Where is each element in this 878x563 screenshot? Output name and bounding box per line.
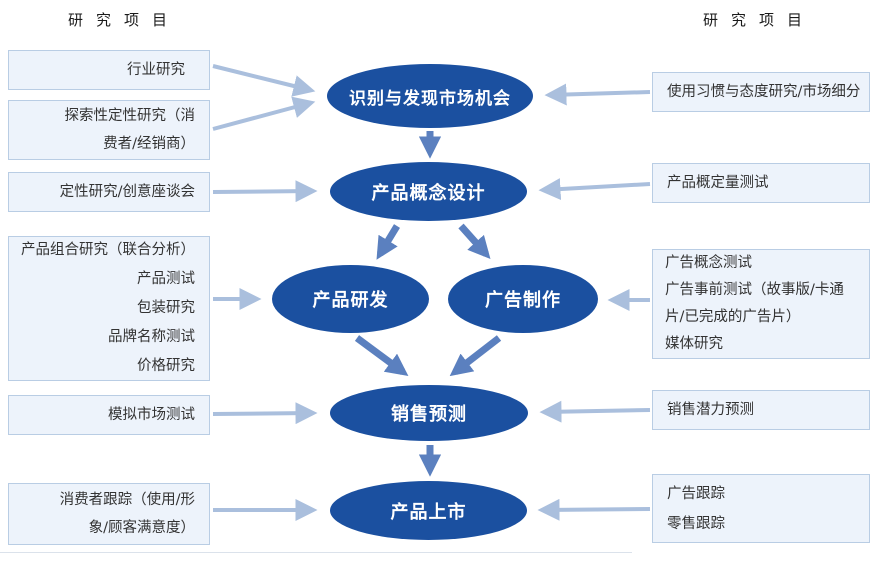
box-line: 销售潜力预测 — [667, 401, 754, 418]
arrow-concept-to-adproduction — [458, 223, 491, 260]
box-line: 行业研究 — [127, 62, 185, 78]
box-qual-research-focus-group: 定性研究/创意座谈会 — [8, 172, 210, 212]
box-line: 模拟市场测试 — [108, 407, 195, 423]
stage-product-rnd: 产品研发 — [272, 265, 429, 333]
box-advertising-research: 广告概念测试 广告事前测试（故事版/卡通 片/已完成的广告片） 媒体研究 — [652, 249, 870, 359]
box-exploratory-qual-research: 探索性定性研究（消 费者/经销商） — [8, 100, 210, 160]
arrow-industry-to-opportunity — [212, 64, 316, 97]
arrow-exploratory-to-opportunity — [212, 96, 316, 131]
right-column-header: 研究项目 — [703, 11, 816, 29]
box-line: 零售跟踪 — [667, 515, 725, 532]
arrow-adtracking-to-launch — [537, 498, 651, 521]
arrow-salespotential-to-forecast — [539, 400, 651, 423]
box-line: 消费者跟踪（使用/形 — [59, 492, 195, 508]
box-line: 象/顾客满意度） — [88, 520, 195, 536]
box-ad-retail-tracking: 广告跟踪 零售跟踪 — [652, 474, 870, 543]
arrow-rnd-to-forecast — [354, 335, 409, 376]
box-line: 广告概念测试 — [665, 255, 752, 271]
box-line: 品牌名称测试 — [108, 329, 195, 345]
box-sales-potential-forecast: 销售潜力预测 — [652, 390, 870, 430]
box-line: 广告事前测试（故事版/卡通 — [665, 282, 844, 298]
stage-sales-forecast: 销售预测 — [330, 385, 528, 441]
box-line: 探索性定性研究（消 — [64, 108, 196, 124]
box-product-mix-research: 产品组合研究（联合分析） 产品测试 包装研究 品牌名称测试 价格研究 — [8, 236, 210, 381]
arrow-concept-to-rnd — [376, 224, 400, 260]
box-line: 使用习惯与态度研究/市场细分 — [667, 83, 861, 100]
box-line: 费者/经销商） — [103, 136, 195, 152]
left-column-header: 研究项目 — [68, 11, 181, 29]
box-line: 定性研究/创意座谈会 — [59, 184, 195, 200]
stage-ad-production: 广告制作 — [448, 265, 598, 333]
box-industry-research: 行业研究 — [8, 50, 210, 90]
box-line: 产品概定量测试 — [667, 174, 769, 191]
stage-product-concept-design: 产品概念设计 — [330, 162, 527, 221]
box-simulated-market-test: 模拟市场测试 — [8, 395, 210, 435]
box-line: 包装研究 — [137, 300, 195, 316]
box-usage-attitude-research: 使用习惯与态度研究/市场细分 — [652, 72, 870, 112]
stage-market-opportunity: 识别与发现市场机会 — [327, 64, 533, 128]
stage-product-launch: 产品上市 — [330, 481, 527, 540]
box-consumer-tracking: 消费者跟踪（使用/形 象/顾客满意度） — [8, 483, 210, 545]
box-line: 价格研究 — [137, 358, 195, 374]
arrow-qual-to-concept — [212, 180, 318, 203]
arrow-quanttest-to-concept — [538, 178, 651, 201]
box-line: 广告跟踪 — [667, 485, 725, 502]
box-line: 产品组合研究（联合分析） — [21, 242, 195, 258]
box-line: 片/已完成的广告片） — [665, 309, 801, 325]
arrow-simtest-to-forecast — [212, 402, 318, 425]
bottom-divider — [0, 552, 632, 553]
box-line: 产品测试 — [137, 271, 195, 287]
arrow-usage-to-opportunity — [544, 83, 651, 106]
box-product-concept-quant-test: 产品概定量测试 — [652, 163, 870, 203]
arrow-adproduction-to-forecast — [449, 335, 502, 377]
box-line: 媒体研究 — [665, 336, 723, 352]
